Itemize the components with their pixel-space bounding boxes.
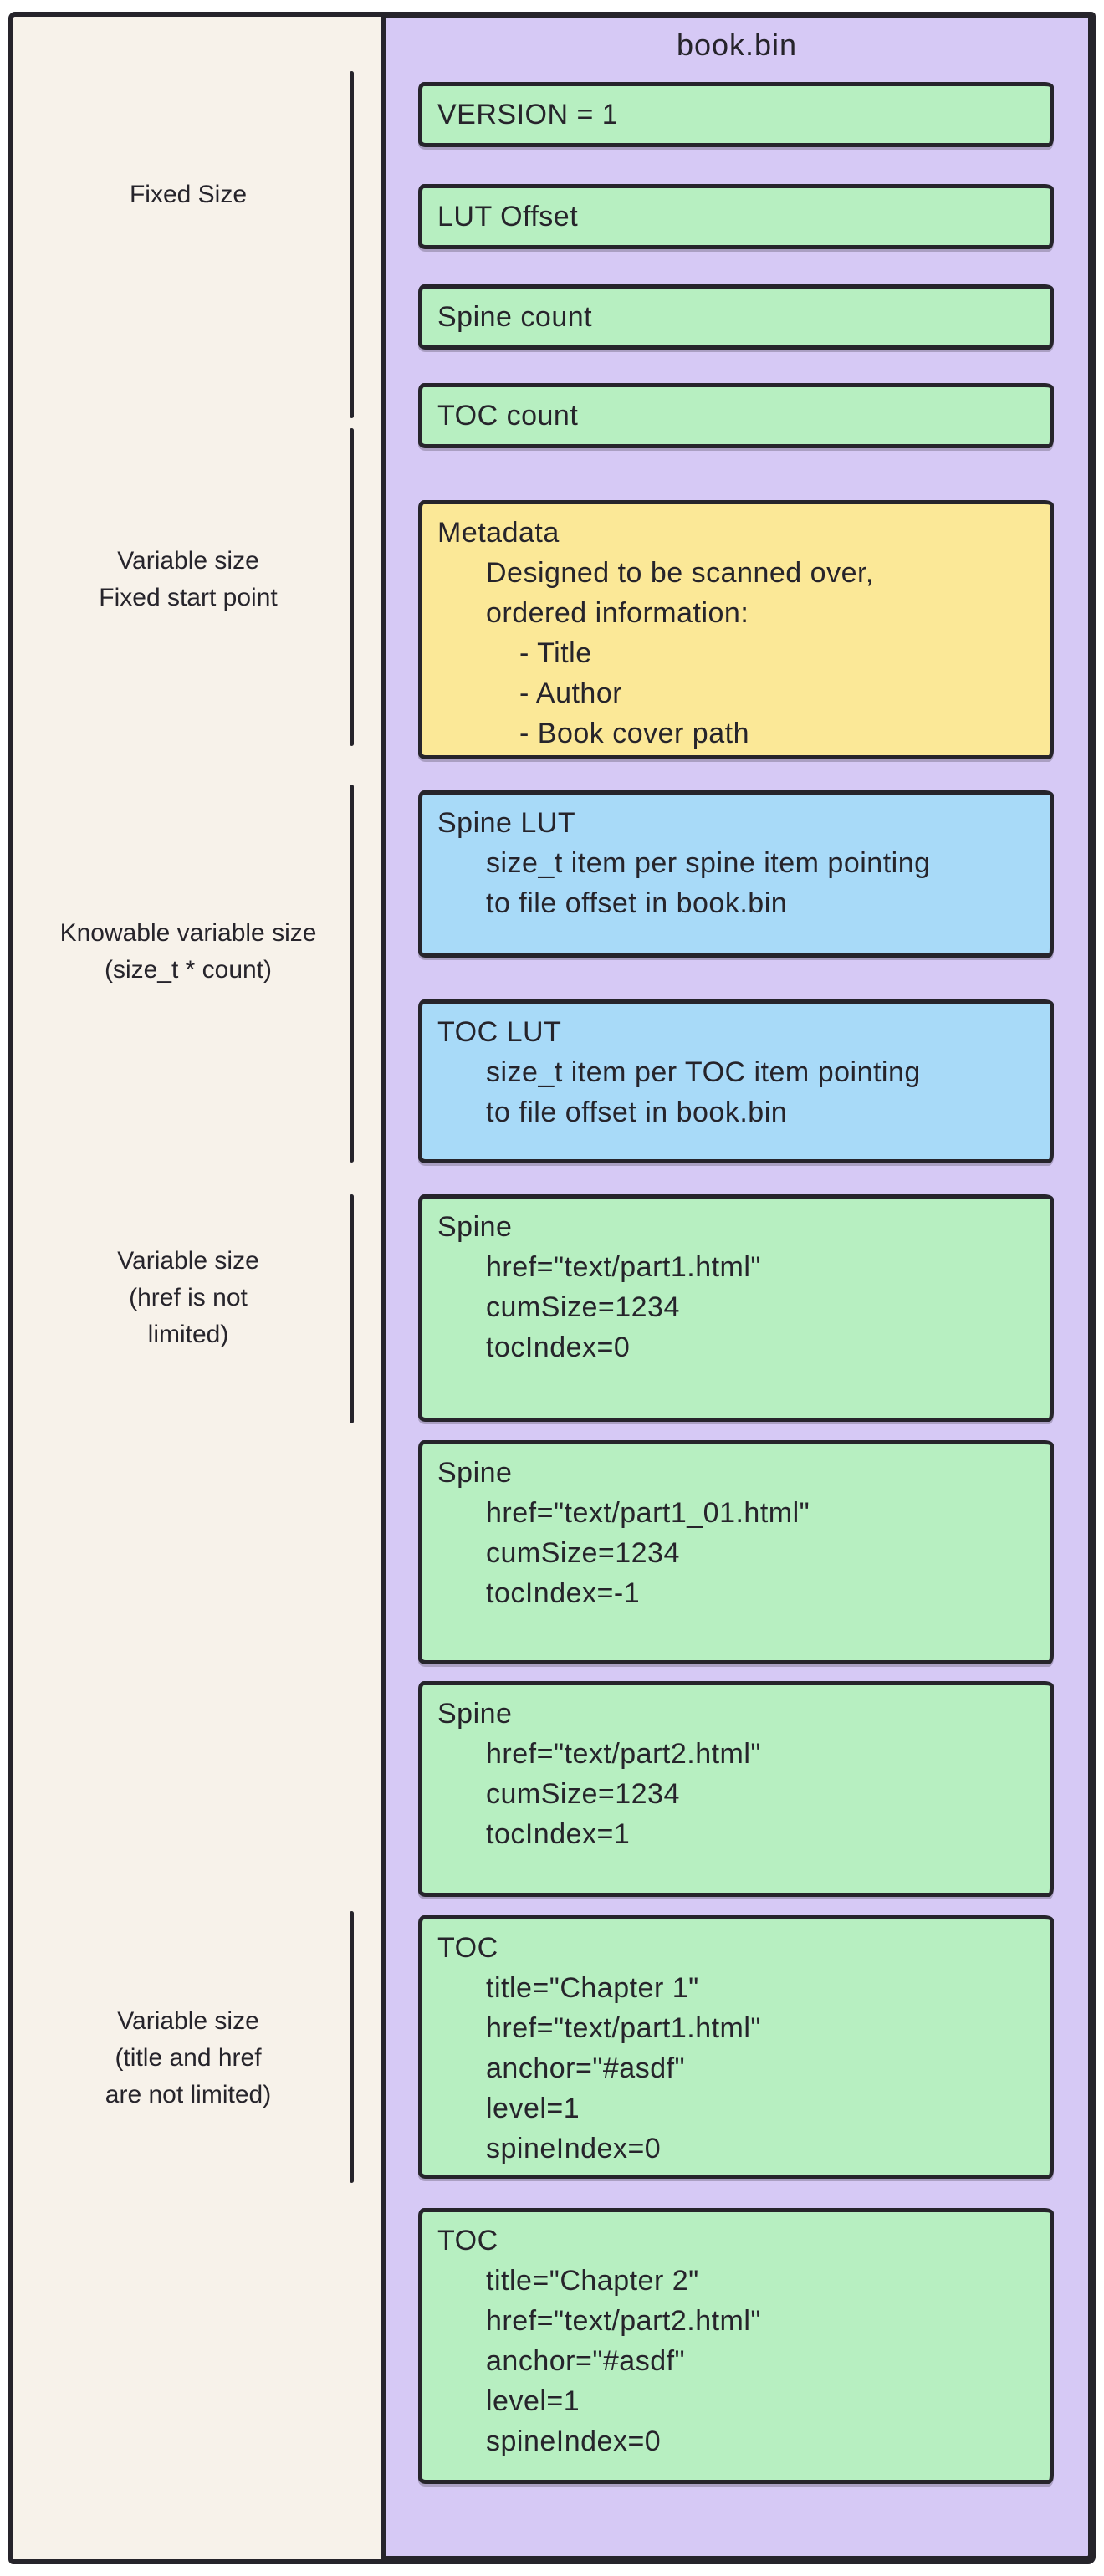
metadata-line: Designed to be scanned over,	[486, 557, 874, 589]
annotation-line: (title and href	[115, 2044, 262, 2072]
spine-lut-line: size_t item per spine item pointing	[486, 847, 931, 879]
annotation-line: (href is not	[129, 1284, 248, 1311]
annotation-line: Variable size	[117, 547, 259, 575]
spine-1-line: Spine	[437, 1211, 513, 1243]
toc-lut-box: TOC LUT size_t item per TOC item pointing…	[418, 999, 1054, 1163]
size-annotation-variable-size-href: Variable size (href is not limited)	[38, 1243, 339, 1353]
metadata-line: - Book cover path	[519, 718, 749, 749]
toc-1-line: href="text/part1.html"	[486, 2012, 762, 2044]
spine-3-line: Spine	[437, 1698, 513, 1730]
version-line: VERSION = 1	[437, 99, 619, 130]
spine-2-line: Spine	[437, 1457, 513, 1489]
annotation-line: Knowable variable size	[59, 919, 317, 947]
version-box: VERSION = 1	[418, 82, 1054, 147]
spine-3-line: tocIndex=1	[486, 1818, 631, 1850]
toc-1-line: spineIndex=0	[486, 2133, 662, 2165]
size-annotation-knowable-variable-size: Knowable variable size (size_t * count)	[38, 915, 339, 989]
annotation-line: limited)	[147, 1321, 229, 1348]
toc-1-line: title="Chapter 1"	[486, 1972, 699, 2004]
bracket-line-variable-size-title-href	[350, 1911, 354, 2183]
panel-title: book.bin	[676, 28, 798, 62]
toc-lut-line: TOC LUT	[437, 1016, 562, 1048]
toc-2-line: anchor="#asdf"	[486, 2345, 686, 2377]
toc-2-box: TOC title="Chapter 2" href="text/part2.htm…	[418, 2208, 1054, 2484]
spine-1-box: Spine href="text/part1.html" cumSize=1234 t…	[418, 1194, 1054, 1422]
toc-1-line: anchor="#asdf"	[486, 2052, 686, 2084]
lut-offset-box: LUT Offset	[418, 184, 1054, 249]
toc-lut-line: to file offset in book.bin	[486, 1096, 788, 1128]
bracket-line-variable-size-href	[350, 1194, 354, 1423]
spine-1-line: cumSize=1234	[486, 1291, 680, 1323]
size-annotation-fixed-size: Fixed Size	[38, 176, 339, 213]
spine-3-box: Spine href="text/part2.html" cumSize=1234 t…	[418, 1681, 1054, 1897]
spine-2-line: cumSize=1234	[486, 1537, 680, 1569]
annotation-line: Fixed start point	[99, 584, 278, 611]
spine-3-line: href="text/part2.html"	[486, 1738, 762, 1770]
toc-2-line: href="text/part2.html"	[486, 2305, 762, 2337]
toc-2-line: spineIndex=0	[486, 2425, 662, 2457]
toc-2-line: title="Chapter 2"	[486, 2265, 699, 2297]
toc-2-line: level=1	[486, 2385, 580, 2417]
toc-1-box: TOC title="Chapter 1" href="text/part1.htm…	[418, 1915, 1054, 2179]
annotation-line: (size_t * count)	[104, 956, 273, 984]
spine-lut-box: Spine LUT size_t item per spine item poin…	[418, 790, 1054, 958]
lut-offset-line: LUT Offset	[437, 201, 579, 233]
spine-lut-line: to file offset in book.bin	[486, 887, 788, 919]
spine-1-line: tocIndex=0	[486, 1331, 631, 1363]
bracket-line-variable-size-fixed-start	[350, 428, 354, 746]
toc-2-line: TOC	[437, 2225, 498, 2257]
bracket-line-knowable-variable-size	[350, 785, 354, 1163]
metadata-line: Metadata	[437, 517, 560, 549]
spine-2-line: href="text/part1_01.html"	[486, 1497, 810, 1529]
metadata-line: ordered information:	[486, 597, 749, 629]
annotation-line: Variable size	[117, 2007, 259, 2035]
spine-3-line: cumSize=1234	[486, 1778, 680, 1810]
toc-1-line: level=1	[486, 2093, 580, 2124]
spine-lut-line: Spine LUT	[437, 807, 576, 839]
spine-2-box: Spine href="text/part1_01.html" cumSize=12…	[418, 1440, 1054, 1664]
toc-lut-line: size_t item per TOC item pointing	[486, 1056, 921, 1088]
spine-count-box: Spine count	[418, 284, 1054, 350]
spine-2-line: tocIndex=-1	[486, 1577, 641, 1609]
annotation-line: are not limited)	[105, 2081, 272, 2108]
toc-1-line: TOC	[437, 1932, 498, 1964]
spine-1-line: href="text/part1.html"	[486, 1251, 762, 1283]
metadata-line: - Title	[519, 637, 592, 669]
metadata-line: - Author	[519, 677, 623, 709]
annotation-line: Variable size	[117, 1247, 259, 1275]
toc-count-box: TOC count	[418, 383, 1054, 448]
toc-count-line: TOC count	[437, 400, 579, 432]
spine-count-line: Spine count	[437, 301, 593, 333]
size-annotation-variable-size-title-href: Variable size (title and href are not limi…	[38, 2003, 339, 2113]
bracket-line-fixed-size	[350, 71, 354, 418]
annotation-line: Fixed Size	[129, 181, 248, 208]
